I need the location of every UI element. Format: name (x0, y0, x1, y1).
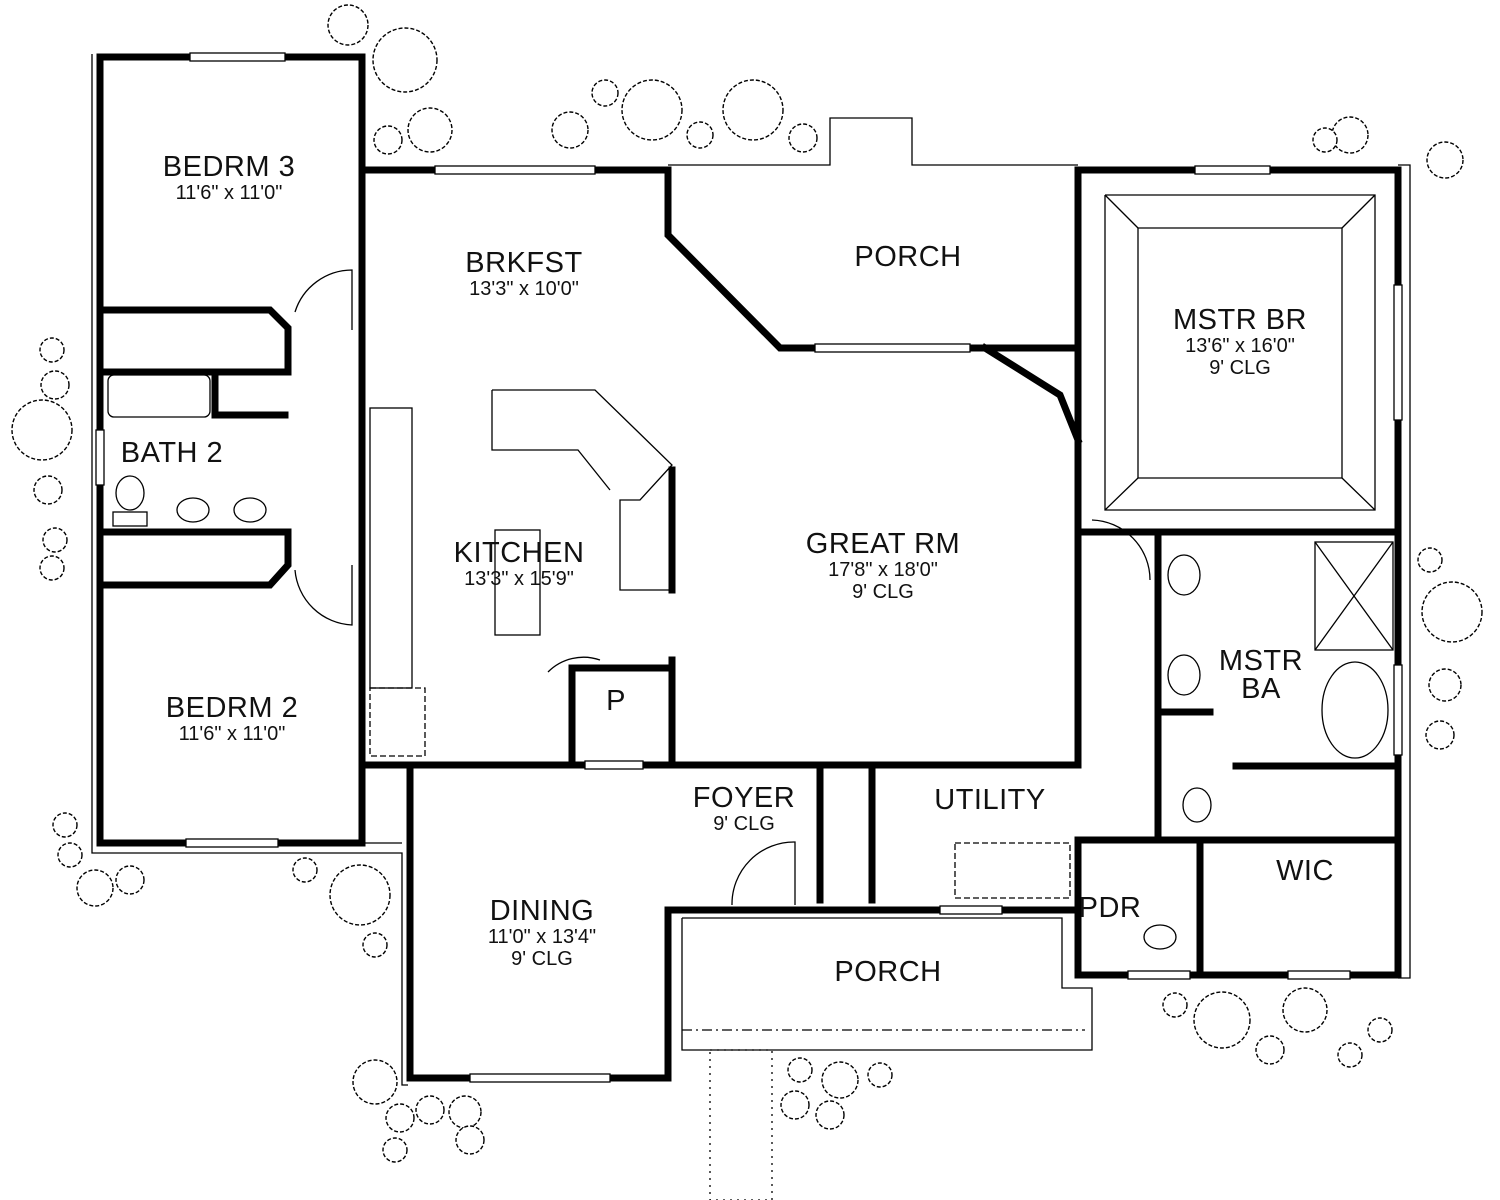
room-label-front-porch: PORCH (834, 956, 942, 988)
tree-icon (1367, 1017, 1393, 1043)
tree-icon (551, 111, 589, 149)
room-label-pdr: PDR (1078, 892, 1142, 924)
tree-icon (385, 1103, 415, 1133)
tree-icon (1417, 547, 1443, 573)
tree-icon (1282, 987, 1328, 1033)
tree-icon (292, 857, 318, 883)
tree-icon (1162, 992, 1188, 1018)
room-label-wic: WIC (1276, 855, 1334, 887)
tree-icon (1312, 127, 1338, 153)
room-label-rear-porch: PORCH (854, 241, 962, 273)
tree-icon (39, 555, 65, 581)
tree-icon (455, 1125, 485, 1155)
tree-icon (76, 869, 114, 907)
tree-icon (621, 79, 683, 141)
tree-icon (52, 812, 78, 838)
tree-icon (373, 125, 403, 155)
tree-icon (722, 79, 784, 141)
tree-icon (39, 337, 65, 363)
tree-icon (448, 1095, 482, 1129)
tree-icon (329, 864, 391, 926)
tree-icon (57, 842, 83, 868)
tree-icon (815, 1100, 845, 1130)
tree-icon (382, 1137, 408, 1163)
tree-icon (362, 932, 388, 958)
tree-icon (1425, 720, 1455, 750)
fixtures (107, 194, 1394, 950)
tree-icon (788, 123, 818, 153)
windows (95, 52, 1403, 1083)
tree-icon (415, 1095, 445, 1125)
walls (96, 53, 1402, 1082)
tree-icon (1426, 141, 1464, 179)
landscaping-trees (11, 4, 1483, 1163)
tree-icon (372, 27, 438, 93)
room-label-pantry: P (606, 685, 626, 717)
tree-icon (1421, 581, 1483, 643)
tree-icon (1337, 1042, 1363, 1068)
tree-icon (115, 865, 145, 895)
tree-icon (1255, 1035, 1285, 1065)
tree-icon (686, 121, 714, 149)
room-label-utility: UTILITY (934, 784, 1046, 816)
outer-trim (91, 54, 1411, 1200)
tree-icon (42, 527, 68, 553)
tree-icon (33, 475, 63, 505)
tree-icon (867, 1062, 893, 1088)
tree-icon (1428, 668, 1462, 702)
tree-icon (11, 399, 73, 461)
tree-icon (352, 1059, 398, 1105)
tree-icon (407, 107, 453, 153)
room-label-bath2: BATH 2 (120, 437, 224, 469)
tree-icon (821, 1061, 859, 1099)
tree-icon (787, 1057, 813, 1083)
tree-icon (591, 79, 619, 107)
tree-icon (1193, 991, 1251, 1049)
tree-icon (780, 1090, 810, 1120)
tree-icon (40, 370, 70, 400)
tree-icon (1331, 116, 1369, 154)
tree-icon (327, 4, 369, 46)
